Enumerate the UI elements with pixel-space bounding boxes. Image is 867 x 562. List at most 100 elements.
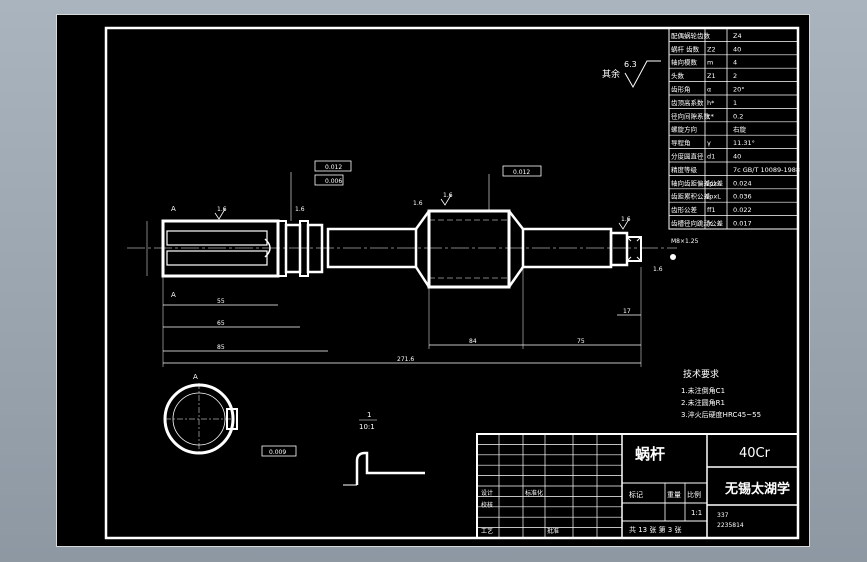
gdt-frames: 0.012 0.006 0.012 0.009 bbox=[261, 160, 542, 457]
param-value: 右旋 bbox=[733, 125, 747, 134]
param-label: 齿槽径向跳动公差 bbox=[671, 219, 724, 228]
param-label: 齿形角 bbox=[671, 85, 691, 94]
detail-label: 1 bbox=[367, 411, 371, 419]
drawing-border bbox=[104, 26, 800, 540]
param-label: 齿距累积公差 bbox=[671, 192, 711, 201]
section-title: A bbox=[193, 373, 198, 381]
svg-text:标准化: 标准化 bbox=[525, 489, 543, 497]
detail-ratio: 10:1 bbox=[359, 423, 375, 431]
svg-text:0.006: 0.006 bbox=[325, 178, 342, 185]
param-label: 轴向齿距偏差公差 bbox=[671, 178, 724, 187]
param-symbol: γ bbox=[707, 139, 711, 147]
roughness-other-value: 6.3 bbox=[624, 60, 637, 69]
param-label: 齿形公差 bbox=[671, 205, 698, 214]
dim-55: 55 bbox=[217, 298, 225, 305]
param-label: 导程角 bbox=[671, 138, 691, 147]
center-hole-mark bbox=[670, 254, 676, 260]
dim-65: 65 bbox=[217, 320, 225, 327]
mark-label: 标记 bbox=[629, 490, 643, 499]
param-symbol: fpxL bbox=[707, 193, 721, 201]
param-label: 精度等级 bbox=[671, 165, 698, 174]
technical-requirements: 技术要求 1.未注倒角C1 2.未注圆角R1 3.淬火后硬度HRC45~55 bbox=[681, 368, 761, 419]
param-symbol: α bbox=[707, 86, 711, 94]
roughness-other-symbol: 其余 6.3 bbox=[602, 60, 661, 89]
scale-label: 比例 bbox=[687, 490, 701, 499]
param-value: 40 bbox=[733, 45, 741, 53]
param-symbol: ff1 bbox=[707, 206, 716, 214]
dimensions: 55 65 85 271.6 84 75 17 bbox=[146, 221, 642, 367]
shaft-main-view bbox=[127, 209, 677, 289]
dim-85: 85 bbox=[217, 344, 225, 351]
thread-label: M8×1.25 bbox=[671, 238, 699, 245]
section-view: A bbox=[163, 373, 238, 455]
sheet-info: 共 13 张 第 3 张 bbox=[629, 525, 682, 534]
param-symbol: fr bbox=[707, 220, 712, 228]
param-value: 0.024 bbox=[733, 179, 752, 187]
svg-text:1.6: 1.6 bbox=[621, 216, 631, 223]
weight-label: 重量 bbox=[667, 491, 681, 499]
parameter-table: 配偶蜗轮齿数 Z4 蜗杆 齿数 Z2 40 轴向模数 m 4 头数 Z1 2 齿形角 α 20° 齿顶高系数… bbox=[668, 27, 800, 230]
svg-text:1.6: 1.6 bbox=[295, 206, 305, 213]
param-label: 齿顶高系数 bbox=[671, 98, 704, 107]
dim-84: 84 bbox=[469, 338, 477, 345]
param-label: 轴向模数 bbox=[671, 58, 698, 67]
svg-text:0.012: 0.012 bbox=[513, 169, 530, 176]
param-value: 11.31° bbox=[733, 139, 755, 147]
material: 40Cr bbox=[739, 446, 771, 461]
drawing-sheet: 配偶蜗轮齿数 Z4 蜗杆 齿数 Z2 40 轴向模数 m 4 头数 Z1 2 齿形角 α 20° 齿顶高系数… bbox=[56, 14, 810, 547]
svg-text:1.6: 1.6 bbox=[443, 192, 453, 199]
param-value: 2 bbox=[733, 72, 737, 80]
param-label: 头数 bbox=[671, 71, 685, 80]
drawing-canvas: 配偶蜗轮齿数 Z4 蜗杆 齿数 Z2 40 轴向模数 m 4 头数 Z1 2 齿形角 α 20° 齿顶高系数… bbox=[104, 26, 800, 540]
detail-view: 1 10:1 bbox=[343, 411, 425, 486]
tech-req-title: 技术要求 bbox=[683, 368, 719, 380]
roughness-marks: 1.6 1.6 1.6 1.6 1.6 1.6 M8×1.25 A A bbox=[171, 192, 699, 299]
svg-text:1.6: 1.6 bbox=[217, 206, 227, 213]
svg-text:设计: 设计 bbox=[481, 489, 493, 497]
param-symbol: Z1 bbox=[707, 72, 716, 80]
param-value: 0.017 bbox=[733, 220, 752, 228]
school-name: 无锡太湖学 bbox=[724, 481, 790, 497]
dim-17: 17 bbox=[623, 308, 631, 315]
svg-text:工艺: 工艺 bbox=[481, 527, 493, 535]
param-value: 0.022 bbox=[733, 206, 752, 214]
section-mark-top: A bbox=[171, 205, 176, 213]
param-symbol: fpx bbox=[707, 179, 717, 187]
tech-req-3: 3.淬火后硬度HRC45~55 bbox=[681, 410, 761, 419]
param-value: Z4 bbox=[733, 32, 742, 40]
param-symbol: Z2 bbox=[707, 45, 716, 53]
part-name: 蜗杆 bbox=[635, 445, 665, 463]
svg-text:批准: 批准 bbox=[547, 527, 559, 535]
param-value: 4 bbox=[733, 59, 737, 67]
param-symbol: d1 bbox=[707, 153, 715, 161]
svg-text:0.009: 0.009 bbox=[269, 449, 286, 456]
param-symbol: h* bbox=[707, 99, 715, 107]
param-value: 40 bbox=[733, 153, 741, 161]
param-label: 分度圆直径 bbox=[671, 152, 704, 161]
param-label: 径向间隙系数 bbox=[671, 111, 711, 120]
param-value: 0.036 bbox=[733, 193, 752, 201]
drawing-code-1: 337 bbox=[717, 512, 729, 519]
dim-75: 75 bbox=[577, 338, 585, 345]
svg-text:1.6: 1.6 bbox=[413, 200, 423, 207]
svg-text:1.6: 1.6 bbox=[653, 266, 663, 273]
param-label: 配偶蜗轮齿数 bbox=[671, 31, 711, 40]
param-symbol: c* bbox=[707, 112, 715, 120]
scale-value: 1:1 bbox=[691, 509, 702, 517]
dim-total: 271.6 bbox=[397, 356, 414, 363]
param-value: 1 bbox=[733, 99, 737, 107]
drawing-code-2: 2235814 bbox=[717, 522, 744, 529]
param-value: 7c GB/T 10089-1988 bbox=[733, 166, 800, 174]
param-value: 20° bbox=[733, 86, 745, 94]
param-value: 0.2 bbox=[733, 112, 743, 120]
tech-req-1: 1.未注倒角C1 bbox=[681, 386, 725, 395]
tech-req-2: 2.未注圆角R1 bbox=[681, 398, 725, 407]
section-mark-bottom: A bbox=[171, 291, 176, 299]
param-label: 蜗杆 齿数 bbox=[671, 44, 700, 53]
roughness-other-label: 其余 bbox=[602, 68, 620, 80]
title-block: 蜗杆 40Cr 无锡太湖学 标记 重量 比例 1:1 共 13 张 第 3 张 … bbox=[476, 433, 799, 539]
param-symbol: m bbox=[707, 59, 713, 67]
param-label: 螺旋方向 bbox=[671, 125, 697, 134]
svg-text:校核: 校核 bbox=[481, 501, 493, 509]
